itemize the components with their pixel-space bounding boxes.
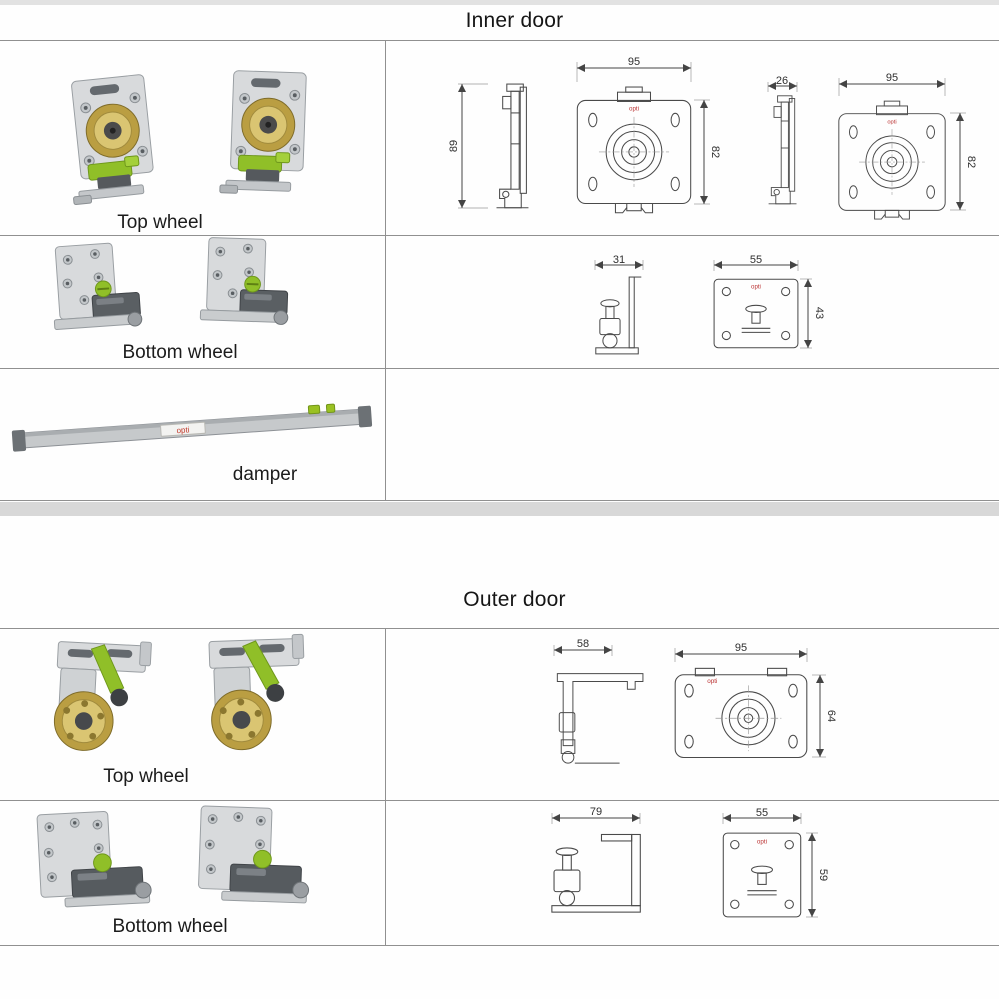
dim-inner-top-side2-width: 26 [776, 76, 788, 87]
inner-top-front-part [576, 86, 692, 214]
inner-top-wheel-photo-2 [192, 60, 342, 212]
grid-divider [385, 628, 386, 945]
inner-bottom-front-part [713, 278, 799, 349]
outer-top-front-drawing: 95 64 [674, 642, 837, 759]
inner-bottom-wheel-label: Bottom wheel [122, 342, 238, 363]
inner-top-wheel-label: Top wheel [117, 212, 203, 233]
grid-line [0, 800, 999, 801]
inner-bottom-side-part [595, 276, 642, 355]
outer-bottom-wheel-label: Bottom wheel [112, 916, 228, 937]
outer-top-wheel-photo-1 [22, 634, 182, 766]
dim-inner-top-side-height: 89 [448, 140, 460, 152]
dim-inner-bottom-front-width: 55 [750, 255, 762, 266]
inner-top-front2-drawing: 95 82 [838, 72, 977, 220]
inner-top-front-drawing: 95 82 [576, 56, 721, 214]
section-separator-band [0, 502, 999, 516]
inner-bottom-side-drawing: 31 [594, 255, 644, 355]
inner-top-side2-drawing: 26 [767, 76, 798, 205]
inner-bottom-wheel-photo-1 [33, 238, 173, 346]
outer-bottom-front-drawing: 55 59 [722, 808, 829, 918]
outer-door-title: Outer door [463, 588, 566, 611]
dim-inner-top-front-width: 95 [628, 56, 640, 68]
inner-door-title: Inner door [465, 9, 564, 32]
dim-outer-top-front-height: 64 [825, 710, 837, 722]
inner-bottom-wheel-photo-2 [182, 233, 322, 341]
dim-outer-top-side-width: 58 [577, 638, 589, 650]
dim-inner-top-front2-width: 95 [886, 72, 898, 84]
inner-top-wheel-photo-1 [38, 66, 188, 218]
grid-line [0, 500, 999, 501]
grid-divider [385, 40, 386, 500]
outer-top-side-part [556, 673, 644, 764]
outer-bottom-wheel-photo-1 [18, 804, 178, 922]
inner-top-side-part [495, 83, 529, 209]
outer-top-front-part [674, 667, 808, 759]
outer-bottom-wheel-photo-2 [178, 800, 338, 918]
grid-line [0, 945, 999, 946]
outer-bottom-side-part [551, 833, 641, 913]
inner-top-side-drawing: 89 [448, 83, 529, 209]
damper-label: damper [232, 464, 298, 485]
dim-outer-bottom-front-height: 59 [817, 869, 829, 881]
outer-top-wheel-label: Top wheel [103, 766, 189, 787]
dim-inner-bottom-side-width: 31 [613, 255, 625, 266]
outer-top-wheel-photo-2 [178, 630, 338, 764]
inner-top-front2-part [838, 100, 946, 220]
dim-outer-bottom-side-width: 79 [590, 806, 602, 818]
dim-outer-bottom-front-width: 55 [756, 808, 768, 819]
outer-bottom-side-drawing: 79 [551, 806, 641, 913]
outer-bottom-front-part [722, 832, 802, 918]
dim-inner-bottom-front-height: 43 [813, 307, 825, 319]
grid-line [0, 628, 999, 629]
grid-line [0, 235, 999, 236]
dim-inner-top-front-height: 82 [709, 146, 721, 158]
inner-top-side2-part [768, 95, 797, 205]
outer-top-side-drawing: 58 [553, 638, 644, 764]
top-edge-band [0, 0, 999, 5]
grid-line [0, 368, 999, 369]
damper-photo [8, 390, 380, 468]
dim-outer-top-front-width: 95 [735, 642, 747, 654]
dim-inner-top-front2-height: 82 [965, 156, 977, 168]
grid-line [0, 40, 999, 41]
inner-bottom-front-drawing: 55 43 [713, 255, 825, 349]
